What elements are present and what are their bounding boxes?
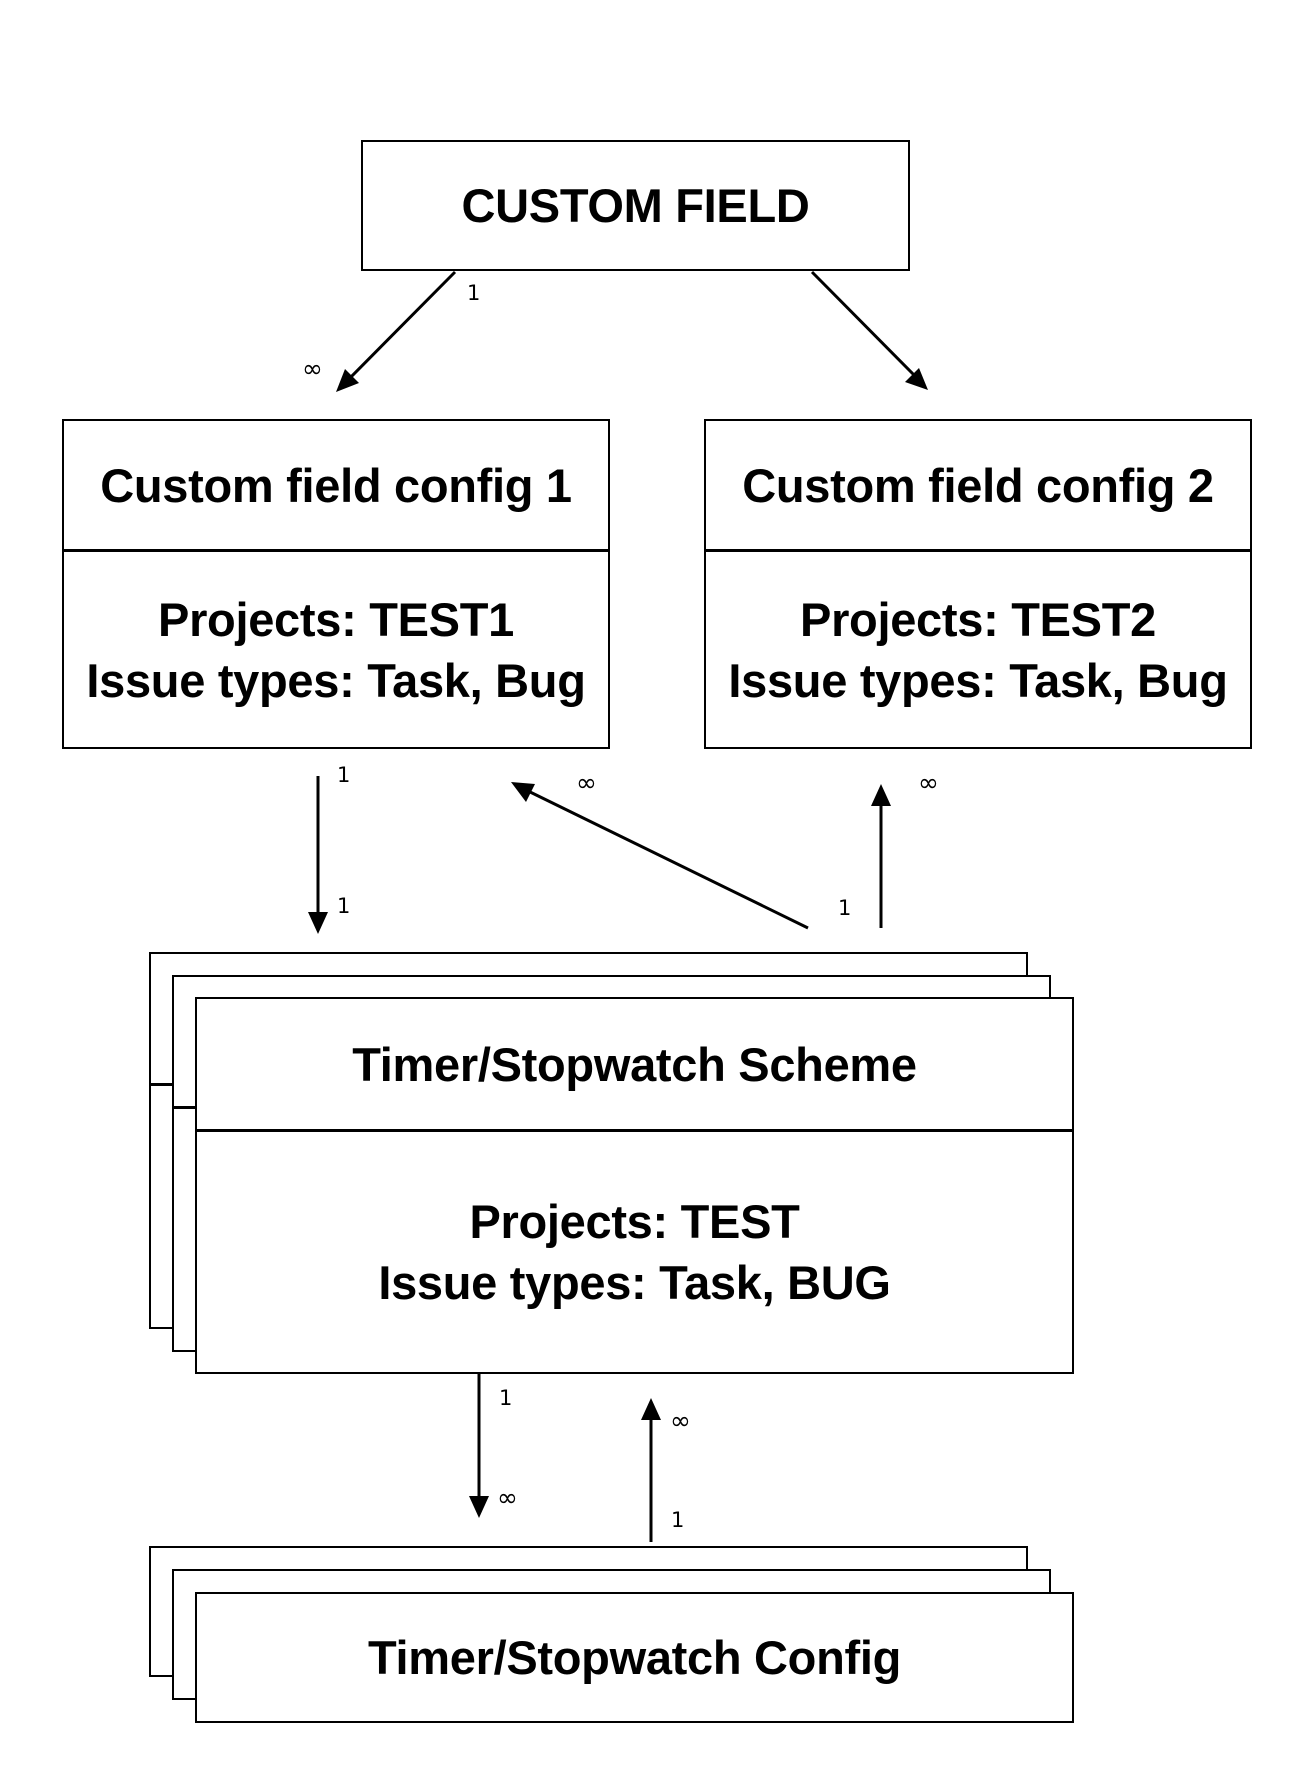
edge-scheme-config1-head (511, 782, 535, 802)
scheme-details: Projects: TEST Issue types: Task, BUG (197, 1129, 1072, 1372)
timer-stopwatch-config-node: Timer/Stopwatch Config (195, 1592, 1074, 1723)
scheme-title: Timer/Stopwatch Scheme (352, 1037, 917, 1091)
custom-field-config-1-node: Custom field config 1 Projects: TEST1 Is… (62, 419, 610, 749)
config-1-projects: Projects: TEST1 (158, 592, 514, 646)
mult-cf-config1-target: ∞ (302, 354, 323, 383)
config-2-title: Custom field config 2 (742, 458, 1214, 512)
edge-customfield-config2-head (905, 368, 928, 390)
config-1-title: Custom field config 1 (100, 458, 572, 512)
mult-cf-config1-source: 1 (467, 281, 481, 305)
config-2-details: Projects: TEST2 Issue types: Task, Bug (706, 549, 1250, 747)
custom-field-node: CUSTOM FIELD (361, 140, 910, 271)
custom-field-title: CUSTOM FIELD (461, 179, 810, 232)
edge-scheme-config1 (525, 788, 809, 930)
mult-timer-scheme-source: 1 (671, 1508, 685, 1532)
edge-scheme-config2-head (871, 784, 891, 806)
edge-customfield-config1 (342, 270, 457, 386)
config-1-issue-types: Issue types: Task, Bug (86, 653, 586, 707)
timer-stopwatch-scheme-node: Timer/Stopwatch Scheme Projects: TEST Is… (195, 997, 1074, 1374)
mult-config1-scheme-target: 1 (337, 894, 351, 918)
mult-scheme-config1-source: 1 (838, 896, 852, 920)
edge-customfield-config1-head (336, 369, 359, 392)
edge-customfield-config2 (810, 270, 922, 383)
scheme-projects: Projects: TEST (469, 1195, 800, 1248)
mult-scheme-timer-source: 1 (499, 1386, 513, 1410)
mult-scheme-config1-target: ∞ (576, 768, 597, 797)
edge-config1-scheme-head (308, 912, 328, 934)
config-1-details: Projects: TEST1 Issue types: Task, Bug (64, 549, 608, 747)
custom-field-config-2-node: Custom field config 2 Projects: TEST2 Is… (704, 419, 1252, 749)
mult-timer-scheme-target: ∞ (670, 1406, 691, 1435)
config-2-projects: Projects: TEST2 (800, 592, 1156, 646)
edge-scheme-timer-head (469, 1496, 489, 1518)
edge-timer-scheme-head (641, 1398, 661, 1420)
mult-scheme-timer-target: ∞ (497, 1483, 518, 1512)
mult-scheme-config2-target: ∞ (918, 768, 939, 797)
mult-config1-scheme-source: 1 (337, 763, 351, 787)
scheme-issue-types: Issue types: Task, BUG (378, 1256, 891, 1309)
timer-config-title: Timer/Stopwatch Config (367, 1631, 902, 1684)
config-2-issue-types: Issue types: Task, Bug (728, 653, 1228, 707)
